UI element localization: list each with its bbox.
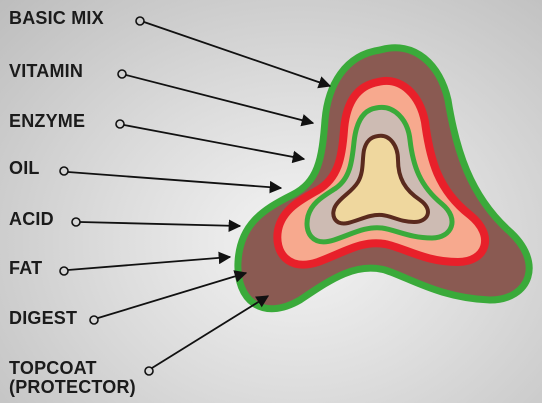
connector-oil [60,167,281,188]
label-topcoat: TOPCOAT (PROTECTOR) [9,359,169,397]
label-topcoat-subtitle: (PROTECTOR) [9,378,169,397]
connector-acid [72,218,240,226]
connector-vitamin [118,70,313,123]
label-enzyme: ENZYME [9,112,85,131]
label-basic-mix: BASIC MIX [9,9,104,28]
label-acid: ACID [9,210,54,229]
label-oil: OIL [9,159,40,178]
label-vitamin: VITAMIN [9,62,83,81]
connector-enzyme [116,120,304,159]
connector-basic-mix [136,17,330,86]
label-digest: DIGEST [9,309,77,328]
connector-fat [60,257,230,275]
connector-digest [90,273,246,324]
label-fat: FAT [9,259,42,278]
label-topcoat-title: TOPCOAT [9,358,97,378]
